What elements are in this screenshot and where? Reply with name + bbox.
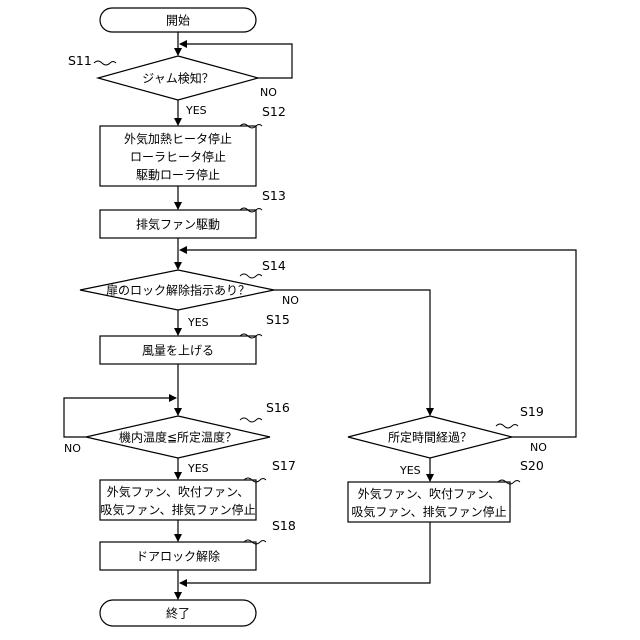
s17-line-1: 外気ファン、吹付ファン、 [107, 484, 250, 499]
s19-leader [496, 424, 518, 428]
s13-step: S13 [262, 188, 286, 203]
s11-no-label: NO [260, 86, 277, 99]
s14-step: S14 [262, 258, 286, 273]
s15-step: S15 [266, 312, 290, 327]
s16-label: 機内温度≦所定温度？ [119, 430, 237, 445]
s14-no-arrow [274, 290, 430, 415]
s14-yes-label: YES [187, 316, 209, 329]
s16-leader [240, 418, 262, 422]
s11-yes-label: YES [185, 104, 207, 117]
s13-label: 排気ファン駆動 [136, 217, 220, 232]
s11-step: S11 [68, 53, 92, 68]
s16-yes-label: YES [187, 462, 209, 475]
start-label: 開始 [166, 14, 190, 28]
s17-step: S17 [272, 458, 296, 473]
s18-step: S18 [272, 518, 296, 533]
s20-line-1: 外気ファン、吹付ファン、 [358, 486, 501, 501]
s16-step: S16 [266, 400, 290, 415]
s14-leader [240, 274, 262, 278]
s20-step: S20 [520, 458, 544, 473]
s15-label: 風量を上げる [142, 344, 214, 358]
s19-no-loop-arrow [180, 250, 576, 437]
s12-line-2: ローラヒータ停止 [130, 149, 226, 164]
s16-no-label: NO [64, 442, 81, 455]
s17-line-2: 吸気ファン、排気ファン停止 [100, 502, 255, 517]
s12-step: S12 [262, 104, 286, 119]
s20-line-2: 吸気ファン、排気ファン停止 [351, 504, 506, 519]
s12-line-3: 駆動ローラ停止 [136, 167, 220, 182]
s14-label: 扉のロック解除指示あり？ [106, 283, 250, 298]
s14-no-label: NO [282, 294, 299, 307]
s11-leader [94, 61, 116, 65]
s18-label: ドアロック解除 [136, 549, 220, 564]
s19-no-label: NO [530, 441, 547, 454]
s19-step: S19 [520, 404, 544, 419]
s19-label: 所定時間経過？ [388, 430, 472, 445]
s12-line-1: 外気加熱ヒータ停止 [124, 131, 232, 146]
end-label: 終了 [166, 606, 190, 621]
s11-label: ジャム検知？ [142, 72, 213, 86]
s19-yes-label: YES [399, 464, 421, 477]
